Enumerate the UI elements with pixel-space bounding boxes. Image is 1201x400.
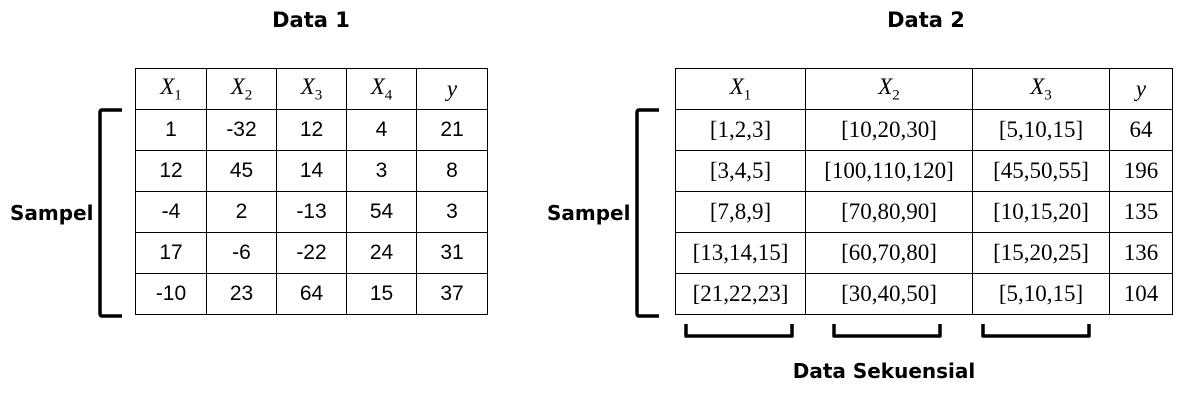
- table-cell: [100,110,120]: [805, 150, 973, 192]
- data2-sample-bracket: [635, 108, 659, 318]
- table-row: [7,8,9] [70,80,90] [10,15,20] 135: [675, 191, 1173, 233]
- table-row: 12 45 14 3 8: [135, 150, 488, 192]
- table-cell: 15: [346, 273, 417, 315]
- table-cell: 104: [1109, 273, 1173, 315]
- table-cell: -22: [276, 232, 347, 274]
- table-cell: [1,2,3]: [675, 109, 806, 151]
- table-row: [21,22,23] [30,40,50] [5,10,15] 104: [675, 273, 1173, 315]
- table-cell: [5,10,15]: [972, 273, 1110, 315]
- table-cell: 12: [276, 109, 347, 151]
- table-row: [13,14,15] [60,70,80] [15,20,25] 136: [675, 232, 1173, 274]
- table-cell: [3,4,5]: [675, 150, 806, 192]
- table-row: -10 23 64 15 37: [135, 273, 488, 315]
- table-cell: [5,10,15]: [972, 109, 1110, 151]
- table-cell: 45: [206, 150, 277, 192]
- data1-title: Data 1: [272, 8, 350, 32]
- table-cell: 8: [416, 150, 488, 192]
- data1-header-y: y: [416, 68, 488, 110]
- table-row: 17 -6 -22 24 31: [135, 232, 488, 274]
- data1-sample-label: Sampel: [10, 201, 94, 225]
- table-row: -4 2 -13 54 3: [135, 191, 488, 233]
- table-cell: [10,20,30]: [805, 109, 973, 151]
- data1-table: X1 X2 X3 X4 y 1 -32 12 4 21 12 45 14 3 8…: [135, 68, 488, 315]
- data2-title: Data 2: [887, 8, 965, 32]
- data2-sample-label: Sampel: [547, 201, 631, 225]
- table-cell: 1: [135, 109, 207, 151]
- table-cell: -6: [206, 232, 277, 274]
- table-cell: 196: [1109, 150, 1173, 192]
- sequence-bracket-x1: [684, 324, 794, 338]
- data1-header-row: X1 X2 X3 X4 y: [135, 68, 488, 110]
- table-cell: 31: [416, 232, 488, 274]
- table-cell: 14: [276, 150, 347, 192]
- table-cell: 37: [416, 273, 488, 315]
- sequence-bracket-x2: [832, 324, 942, 338]
- table-cell: 24: [346, 232, 417, 274]
- table-cell: 54: [346, 191, 417, 233]
- table-row: [1,2,3] [10,20,30] [5,10,15] 64: [675, 109, 1173, 151]
- table-cell: [30,40,50]: [805, 273, 973, 315]
- table-cell: [7,8,9]: [675, 191, 806, 233]
- data2-table: X1 X2 X3 y [1,2,3] [10,20,30] [5,10,15] …: [675, 68, 1173, 315]
- data1-sample-bracket: [98, 108, 122, 318]
- table-cell: [15,20,25]: [972, 232, 1110, 274]
- table-cell: [60,70,80]: [805, 232, 973, 274]
- table-cell: 136: [1109, 232, 1173, 274]
- table-row: 1 -32 12 4 21: [135, 109, 488, 151]
- sequential-data-label: Data Sekuensial: [792, 359, 976, 383]
- table-cell: 17: [135, 232, 207, 274]
- data2-header-x1: X1: [675, 68, 806, 110]
- data1-header-x4: X4: [346, 68, 417, 110]
- data2-header-y: y: [1109, 68, 1173, 110]
- table-cell: [13,14,15]: [675, 232, 806, 274]
- table-cell: 135: [1109, 191, 1173, 233]
- data1-header-x3: X3: [276, 68, 347, 110]
- table-cell: 64: [1109, 109, 1173, 151]
- data1-header-x2: X2: [206, 68, 277, 110]
- table-cell: 3: [346, 150, 417, 192]
- sequence-bracket-x3: [981, 324, 1091, 338]
- table-cell: 23: [206, 273, 277, 315]
- table-cell: 64: [276, 273, 347, 315]
- table-cell: 3: [416, 191, 488, 233]
- table-cell: [21,22,23]: [675, 273, 806, 315]
